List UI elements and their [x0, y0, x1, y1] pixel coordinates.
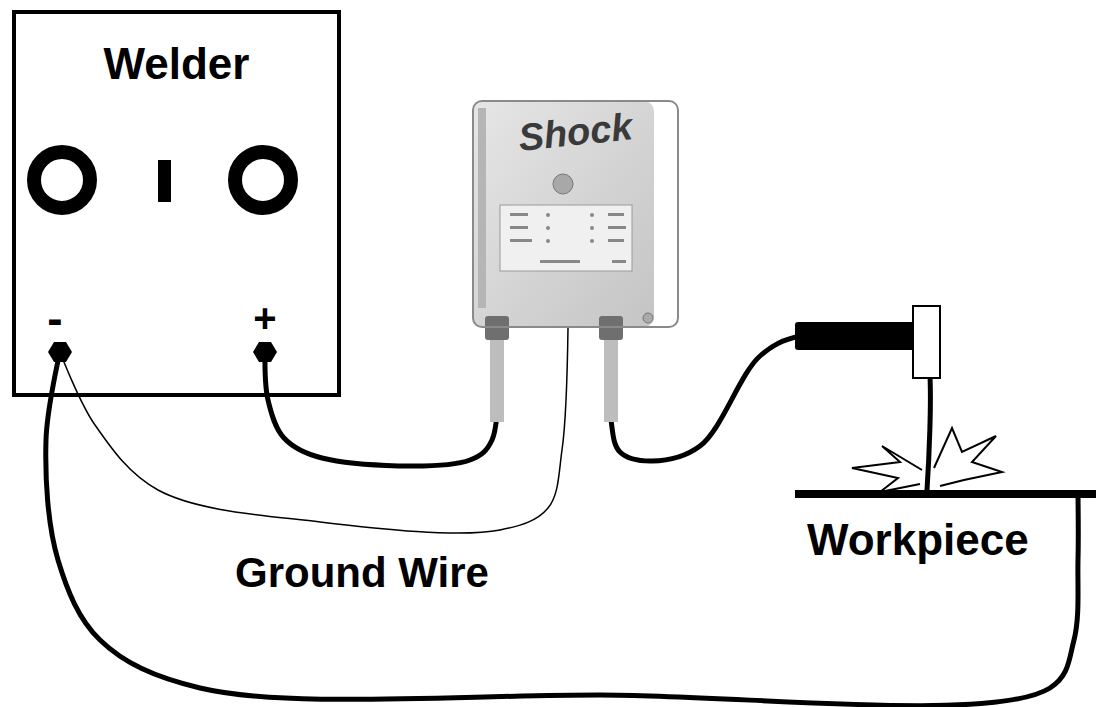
workpiece-plate: Workpiece	[795, 490, 1096, 568]
device-screw	[643, 313, 653, 323]
device-badge	[553, 174, 573, 194]
cable-sleeve	[490, 330, 504, 422]
terminal-post	[253, 342, 277, 362]
node-label: Workpiece	[807, 516, 1096, 564]
panel-lamps	[510, 213, 626, 263]
edge-label: Ground Wire	[232, 552, 492, 594]
cable-sleeve	[604, 330, 618, 422]
ground-wire	[60, 328, 568, 533]
spark	[934, 428, 1002, 486]
welder-switch	[158, 160, 171, 202]
terminal-sign: -	[47, 295, 62, 341]
torch-head	[913, 306, 940, 378]
terminal-sign: +	[253, 298, 276, 338]
shock-device: Shock	[472, 100, 679, 328]
welder-knob	[34, 152, 90, 208]
torch-handle	[795, 322, 915, 350]
welder-knob	[235, 152, 291, 208]
cable-gland	[485, 316, 509, 340]
device-hinge	[478, 108, 486, 308]
positive-cable	[265, 328, 498, 466]
cable-gland	[599, 316, 623, 340]
device-panel	[500, 205, 632, 271]
node-label: Welder	[16, 40, 337, 88]
spark	[852, 446, 922, 492]
node-label: Shock	[472, 102, 678, 165]
terminal-post	[48, 342, 72, 362]
